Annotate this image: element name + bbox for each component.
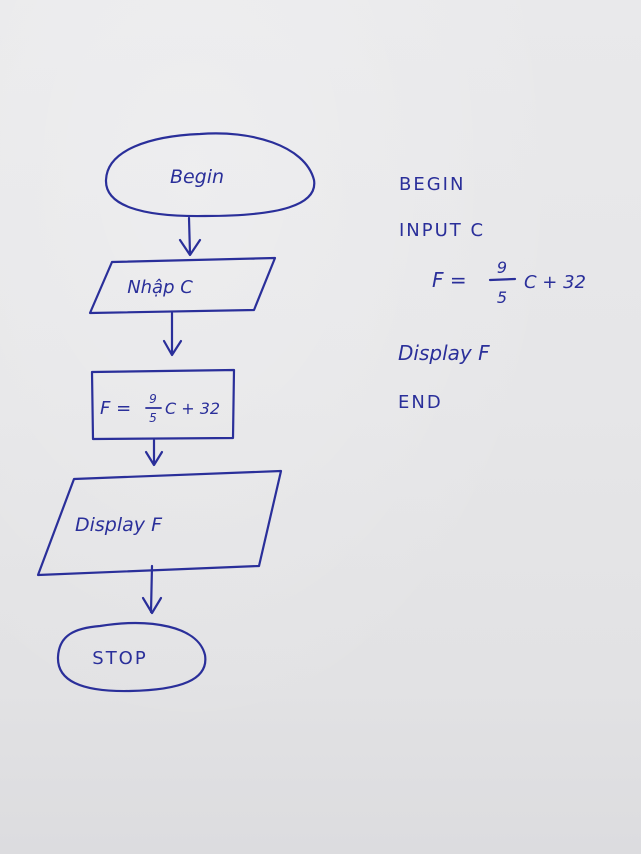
stop-label: STOP xyxy=(92,648,147,669)
arrow-output-to-stop xyxy=(141,564,163,615)
process-formula-rhs: C + 32 xyxy=(165,399,220,418)
pseudocode-formula-denominator: 5 xyxy=(497,288,507,307)
begin-label: Begin xyxy=(170,166,224,188)
pseudocode-formula-lhs: F = xyxy=(432,268,467,292)
pseudocode-formula-numerator: 9 xyxy=(497,258,507,277)
input-label: Nhập C xyxy=(127,277,193,298)
pseudocode-formula-rhs: C + 32 xyxy=(524,272,586,293)
pseudocode-formula: F = 9 5 C + 32 xyxy=(432,258,586,307)
pseudocode-fraction-bar xyxy=(488,277,517,282)
output-label: Display F xyxy=(75,514,163,536)
output-shape xyxy=(36,469,283,577)
arrow-begin-to-input xyxy=(178,216,202,257)
pseudocode-input: INPUT C xyxy=(399,220,485,241)
input-shape xyxy=(88,256,277,315)
stop-terminal-shape xyxy=(56,621,207,693)
process-formula-numerator: 9 xyxy=(149,392,157,406)
process-formula: F = 9 5 C + 32 xyxy=(100,392,220,425)
process-formula-lhs: F = xyxy=(100,398,131,419)
begin-terminal-shape xyxy=(104,132,316,218)
pseudocode-block: BEGIN INPUT C F = 9 5 C + 32 Display F E… xyxy=(398,174,586,413)
pseudocode-end: END xyxy=(398,392,443,413)
pseudocode-begin: BEGIN xyxy=(399,174,465,195)
process-formula-denominator: 5 xyxy=(149,411,157,425)
process-shape xyxy=(90,368,236,441)
pseudocode-display: Display F xyxy=(398,341,490,365)
arrow-input-to-process xyxy=(162,311,183,357)
arrow-process-to-output xyxy=(144,438,164,467)
